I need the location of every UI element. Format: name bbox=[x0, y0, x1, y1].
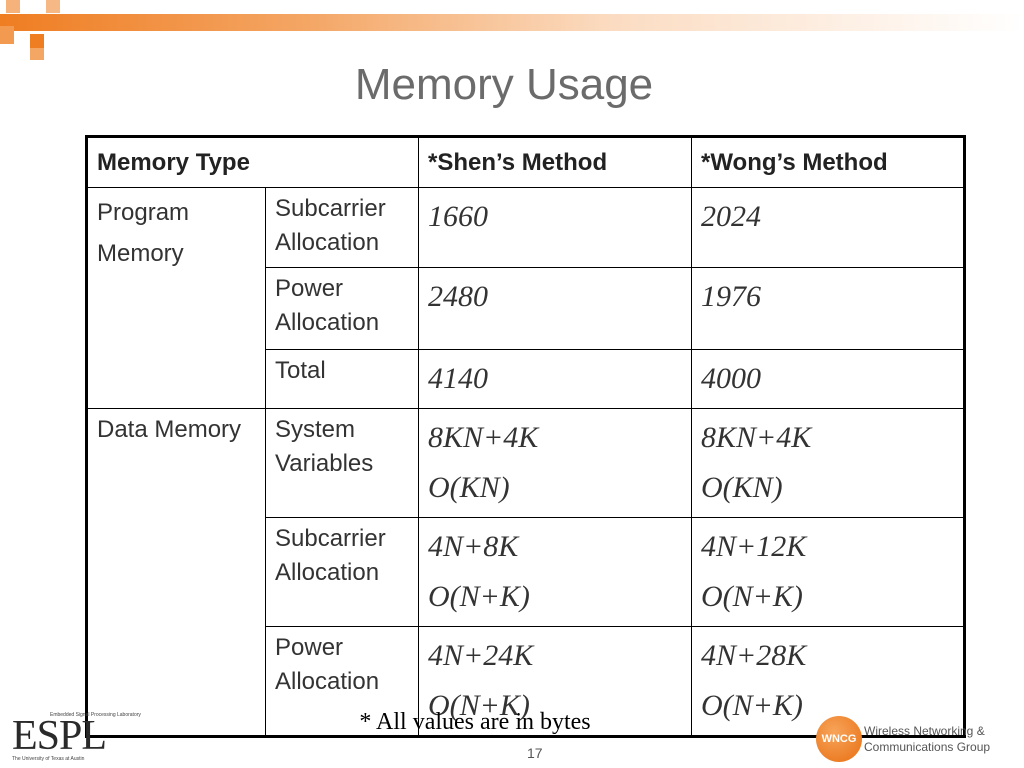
memory-usage-table: Memory Type *Shen’s Method *Wong’s Metho… bbox=[85, 135, 966, 738]
espl-logo-text: ESPL bbox=[12, 713, 107, 759]
cell-value-order: O(KN) bbox=[701, 471, 783, 504]
page-number: 17 bbox=[527, 745, 543, 761]
table-row: Data Memory System Variables 8KN+4K O(KN… bbox=[86, 408, 965, 737]
cell-value: 8KN+4K O(KN) bbox=[691, 408, 965, 518]
cell-value: 2024 bbox=[691, 187, 965, 268]
cell-value-order: O(N+K) bbox=[701, 689, 803, 722]
decor-square bbox=[30, 34, 44, 48]
table-row: Subcarrier Allocation 4N+8K O(N+K) 4N+12… bbox=[87, 517, 965, 627]
group-program-memory: Program Memory bbox=[86, 187, 266, 409]
decor-square bbox=[0, 26, 14, 44]
cell-value-exact: 4N+12K bbox=[701, 530, 807, 563]
cell-value: 1976 bbox=[691, 267, 965, 350]
wncg-logo: WNCG Wireless Networking & Communication… bbox=[816, 716, 1016, 764]
cell-value: 4N+12K O(N+K) bbox=[691, 517, 965, 627]
row-label: Total bbox=[265, 349, 419, 409]
group-label: Program bbox=[97, 199, 190, 226]
cell-value-order: O(KN) bbox=[428, 471, 510, 504]
espl-logo: ESPL Embedded Signal Processing Laborato… bbox=[12, 710, 141, 762]
espl-logo-subtitle: Embedded Signal Processing Laboratory bbox=[50, 712, 141, 718]
row-label: Power Allocation bbox=[265, 626, 419, 737]
group-label: Memory bbox=[97, 240, 184, 267]
cell-value-order: O(N+K) bbox=[428, 580, 530, 613]
footnote: * All values are in bytes bbox=[359, 709, 591, 735]
cell-value-exact: 4N+28K bbox=[701, 639, 807, 672]
row-label: Subcarrier Allocation bbox=[265, 517, 419, 627]
wncg-badge-icon: WNCG bbox=[816, 716, 862, 762]
cell-value: 4N+24K O(N+K) bbox=[418, 626, 692, 737]
cell-value-exact: 4N+8K bbox=[428, 530, 519, 563]
decor-square bbox=[30, 48, 44, 60]
row-label: Power Allocation bbox=[265, 267, 419, 350]
cell-value: 4140 bbox=[418, 349, 692, 409]
cell-value: 1660 bbox=[418, 187, 692, 268]
cell-value-exact: 8KN+4K bbox=[701, 421, 812, 454]
cell-value-exact: 4N+24K bbox=[428, 639, 534, 672]
table-header-row: Memory Type *Shen’s Method *Wong’s Metho… bbox=[86, 136, 965, 188]
decor-square bbox=[6, 0, 20, 13]
slide-title: Memory Usage bbox=[354, 60, 654, 109]
header-wong-method: *Wong’s Method bbox=[691, 136, 965, 188]
cell-value: 4N+8K O(N+K) bbox=[418, 517, 692, 627]
table-row: Power Allocation 4N+24K O(N+K) 4N+28K O(… bbox=[87, 626, 965, 737]
cell-value: 2480 bbox=[418, 267, 692, 350]
cell-value-order: O(N+K) bbox=[701, 580, 803, 613]
cell-value: 4000 bbox=[691, 349, 965, 409]
row-label: Subcarrier Allocation bbox=[265, 187, 419, 268]
table-row: Program Memory Subcarrier Allocation 166… bbox=[86, 187, 965, 409]
cell-value-exact: 8KN+4K bbox=[428, 421, 539, 454]
cell-value-order: O(N+K) bbox=[428, 689, 530, 722]
wncg-logo-line2: Communications Group bbox=[864, 740, 991, 754]
cell-value: 8KN+4K O(KN) bbox=[418, 408, 692, 518]
header-gradient-bar bbox=[0, 14, 1024, 31]
table-row: Total 4140 4000 bbox=[87, 349, 965, 409]
wncg-logo-line1: Wireless Networking & bbox=[864, 724, 985, 738]
espl-logo-university: The University of Texas at Austin bbox=[12, 756, 85, 762]
cell-value: 4N+28K O(N+K) bbox=[691, 626, 965, 737]
decor-square bbox=[46, 0, 60, 13]
header-memory-type: Memory Type bbox=[86, 136, 419, 188]
header-shen-method: *Shen’s Method bbox=[418, 136, 692, 188]
row-label: System Variables bbox=[265, 408, 419, 518]
group-data-memory: Data Memory bbox=[86, 408, 266, 737]
